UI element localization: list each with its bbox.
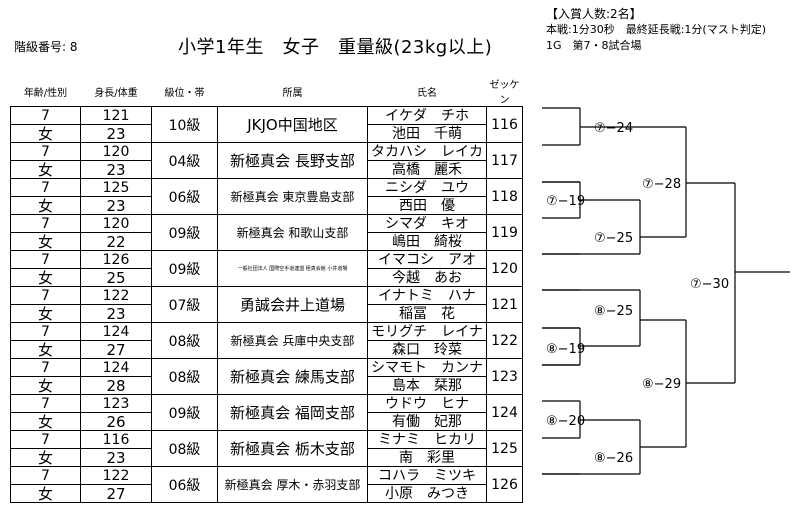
dojo-cell: 勇誠会井上道場: [217, 286, 368, 323]
col-name: 氏名: [417, 87, 437, 99]
match-label: ⑧−26: [594, 451, 633, 466]
table-header: 年齢/性別 身長/体重 級位・帯 所属 氏名 ゼッケン: [11, 76, 523, 107]
kana-name-cell: ウドウ ヒナ: [367, 394, 487, 413]
rank-cell: 09級: [151, 250, 218, 287]
dojo-cell: 新極真会 東京豊島支部: [217, 178, 368, 215]
match-label: ⑦−19: [546, 194, 585, 209]
bib-cell: 126: [486, 466, 523, 503]
sex-cell: 女: [10, 304, 81, 323]
col-rank: 級位・帯: [164, 87, 205, 99]
match-label: ⑦−25: [594, 231, 633, 246]
col-age-sex: 年齢/性別: [23, 87, 68, 99]
dojo-cell: 新極真会 和歌山支部: [217, 214, 368, 251]
rank-cell: 08級: [151, 322, 218, 359]
col-bib: ゼッケン: [489, 80, 520, 106]
bib-cell: 117: [486, 142, 523, 179]
weight-cell: 23: [80, 160, 152, 179]
sex-cell: 女: [10, 412, 81, 431]
class-number: 階級番号: 8: [14, 40, 78, 54]
sex-cell: 女: [10, 340, 81, 359]
height-cell: 123: [80, 394, 152, 413]
dojo-cell: 新極真会 練馬支部: [217, 358, 368, 395]
bib-cell: 121: [486, 286, 523, 323]
kanji-name-cell: 池田 千萌: [367, 124, 487, 143]
match-label: ⑧−29: [642, 377, 681, 392]
rank-cell: 08級: [151, 430, 218, 467]
rank-cell: 06級: [151, 466, 218, 503]
kana-name-cell: モリグチ レイナ: [367, 322, 487, 341]
weight-cell: 22: [80, 232, 152, 251]
dojo-cell: 新極真会 福岡支部: [217, 394, 368, 431]
kana-name-cell: ニシダ ユウ: [367, 178, 487, 197]
weight-cell: 23: [80, 196, 152, 215]
kanji-name-cell: 小原 みつき: [367, 484, 487, 503]
bib-cell: 116: [486, 106, 523, 143]
kana-name-cell: イマコシ アオ: [367, 250, 487, 269]
bib-cell: 124: [486, 394, 523, 431]
col-height-weight: 身長/体重: [94, 87, 138, 99]
match-label: ⑦−30: [690, 277, 729, 292]
weight-cell: 25: [80, 268, 152, 287]
weight-cell: 27: [80, 484, 152, 503]
dojo-cell: 新極真会 兵庫中央支部: [217, 322, 368, 359]
bib-cell: 119: [486, 214, 523, 251]
rank-cell: 10級: [151, 106, 218, 143]
bib-cell: 123: [486, 358, 523, 395]
event-info: 【入賞人数:2名】 本戦:1分30秒 最終延長戦:1分(マスト判定) 1G 第7…: [546, 6, 766, 54]
dojo-cell: 新極真会 厚木・赤羽支部: [217, 466, 368, 503]
dojo-cell: 一般社団法人 国際空手道連盟 極真会館 小井道場: [217, 250, 368, 287]
weight-cell: 23: [80, 304, 152, 323]
rank-cell: 09級: [151, 394, 218, 431]
dojo-cell: 新極真会 栃木支部: [217, 430, 368, 467]
match-label: ⑦−28: [642, 177, 681, 192]
sex-cell: 女: [10, 268, 81, 287]
dojo-cell: JKJO中国地区: [217, 106, 368, 143]
bib-cell: 122: [486, 322, 523, 359]
height-cell: 126: [80, 250, 152, 269]
kana-name-cell: タカハシ レイカ: [367, 142, 487, 161]
match-label: ⑧−19: [546, 342, 585, 357]
height-cell: 122: [80, 286, 152, 305]
match-label: ⑧−25: [594, 304, 633, 319]
rank-cell: 07級: [151, 286, 218, 323]
match-time: 本戦:1分30秒 最終延長戦:1分(マスト判定): [546, 23, 766, 36]
page-title: 小学1年生 女子 重量級(23kg以上): [178, 37, 493, 58]
height-cell: 122: [80, 466, 152, 485]
col-dojo: 所属: [282, 87, 303, 99]
bib-cell: 118: [486, 178, 523, 215]
match-court: 1G 第7・8試合場: [546, 39, 642, 52]
match-label: ⑦−24: [594, 121, 633, 136]
height-cell: 124: [80, 358, 152, 377]
kanji-name-cell: 今越 あお: [367, 268, 487, 287]
weight-cell: 23: [80, 448, 152, 467]
kana-name-cell: イケダ チホ: [367, 106, 487, 125]
match-label: ⑧−20: [546, 414, 585, 429]
prize-count: 【入賞人数:2名】: [546, 7, 642, 21]
